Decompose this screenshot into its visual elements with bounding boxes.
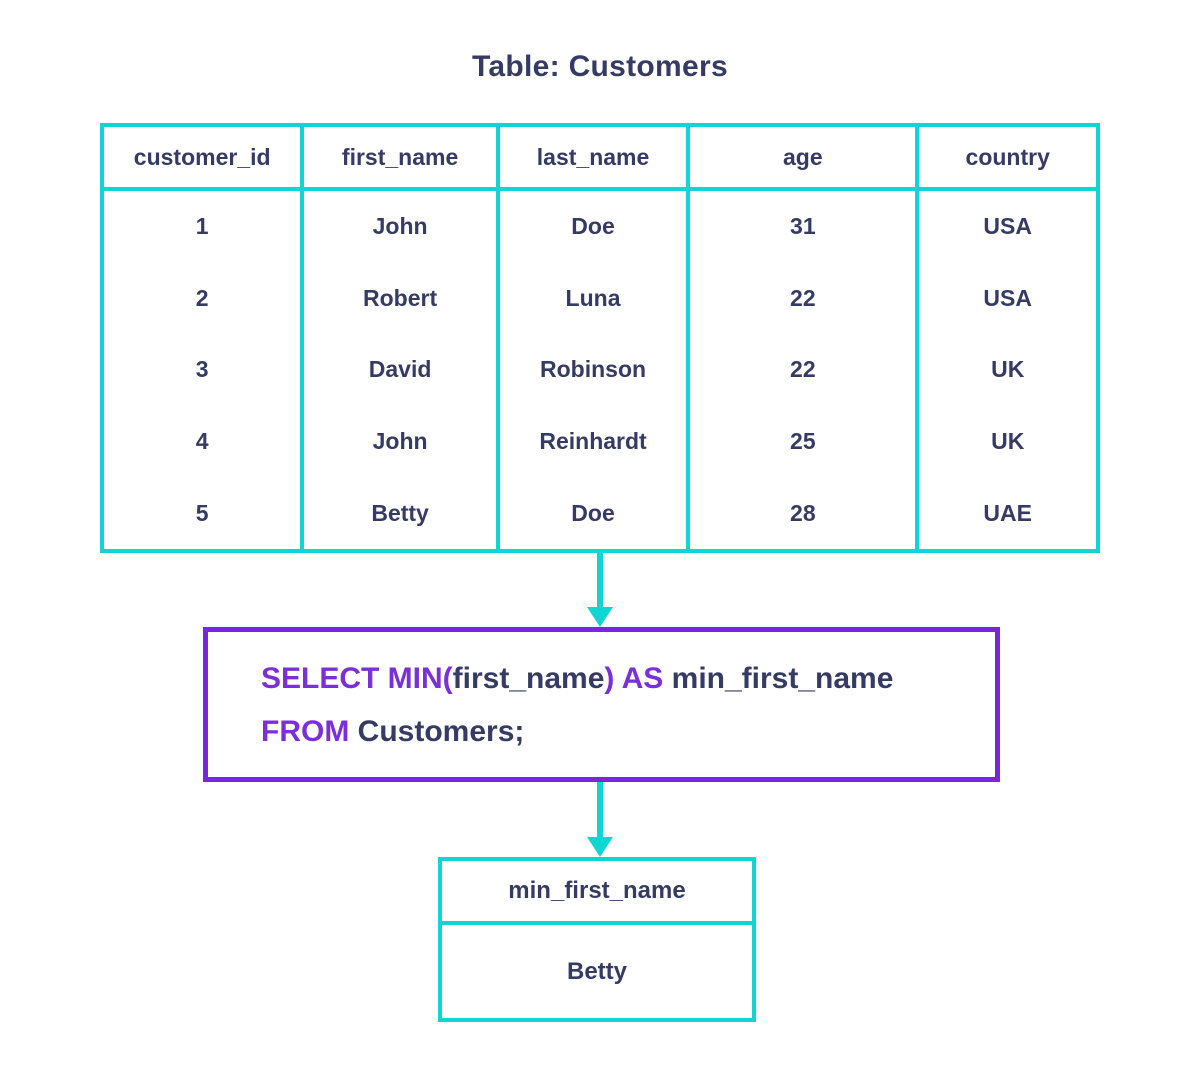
table-cell: Luna [500, 262, 691, 335]
diagram-title: Table: Customers [472, 50, 728, 83]
result-table-value: Betty [566, 957, 627, 985]
sql-query-line-1: SELECT MIN(first_name) AS min_first_name [261, 652, 995, 705]
sql-keyword-from: FROM [261, 714, 350, 748]
header-cell-customer-id: customer_id [104, 127, 305, 187]
table-cell: Robinson [500, 334, 691, 406]
sql-table-customers: Customers; [357, 714, 525, 748]
table-cell: 1 [104, 191, 305, 263]
sql-query-line-2: FROM Customers; [261, 705, 995, 758]
table-cell: USA [983, 284, 1032, 311]
table-cell: UK [991, 428, 1025, 455]
table-cell: John [304, 405, 500, 478]
header-cell-last-name: last_name [500, 127, 691, 187]
table-cell: UK [991, 356, 1025, 383]
header-cell-age: age [690, 127, 920, 187]
arrow-table-to-query [587, 553, 613, 627]
header-cell-first-name: first_name [304, 127, 500, 187]
table-cell: 25 [690, 405, 920, 478]
table-cell: 28 [690, 477, 920, 549]
table-cell: David [304, 334, 500, 406]
table-cell: USA [983, 213, 1032, 240]
table-cell: Doe [500, 477, 691, 549]
table-cell: 4 [104, 405, 305, 478]
table-cell: John [304, 191, 500, 263]
sql-argument-first-name: first_name [452, 661, 605, 695]
table-cell: 2 [104, 262, 305, 335]
table-cell: 5 [104, 477, 305, 549]
arrow-shaft [597, 553, 603, 607]
table-cell: 22 [690, 334, 920, 406]
table-cell: Reinhardt [500, 405, 691, 478]
table-cell: 22 [690, 262, 920, 335]
table-cell: 3 [104, 334, 305, 406]
customers-table-header-row: customer_id first_name last_name age cou… [104, 127, 1096, 191]
sql-keyword-select-min: SELECT MIN( [261, 661, 453, 695]
arrow-down-icon [587, 837, 613, 857]
customers-table: customer_id first_name last_name age cou… [100, 123, 1100, 553]
result-table-header: min_first_name [442, 861, 752, 925]
header-cell-country: country [965, 143, 1050, 170]
sql-keyword-as: ) AS [604, 661, 664, 695]
sql-alias-min-first-name: min_first_name [671, 661, 894, 695]
arrow-down-icon [587, 607, 613, 627]
table-cell: Robert [304, 262, 500, 335]
customers-table-body: 1 John Doe 31 USA 2 Robert Luna 22 USA 3… [104, 191, 1096, 549]
table-cell: 31 [690, 191, 920, 263]
sql-query-box: SELECT MIN(first_name) AS min_first_name… [203, 627, 1000, 782]
arrow-query-to-result [587, 782, 613, 857]
table-cell: Betty [304, 477, 500, 549]
arrow-shaft [597, 782, 603, 837]
result-table: min_first_name Betty [438, 857, 756, 1022]
table-cell: Doe [500, 191, 691, 263]
table-cell: UAE [983, 499, 1032, 526]
